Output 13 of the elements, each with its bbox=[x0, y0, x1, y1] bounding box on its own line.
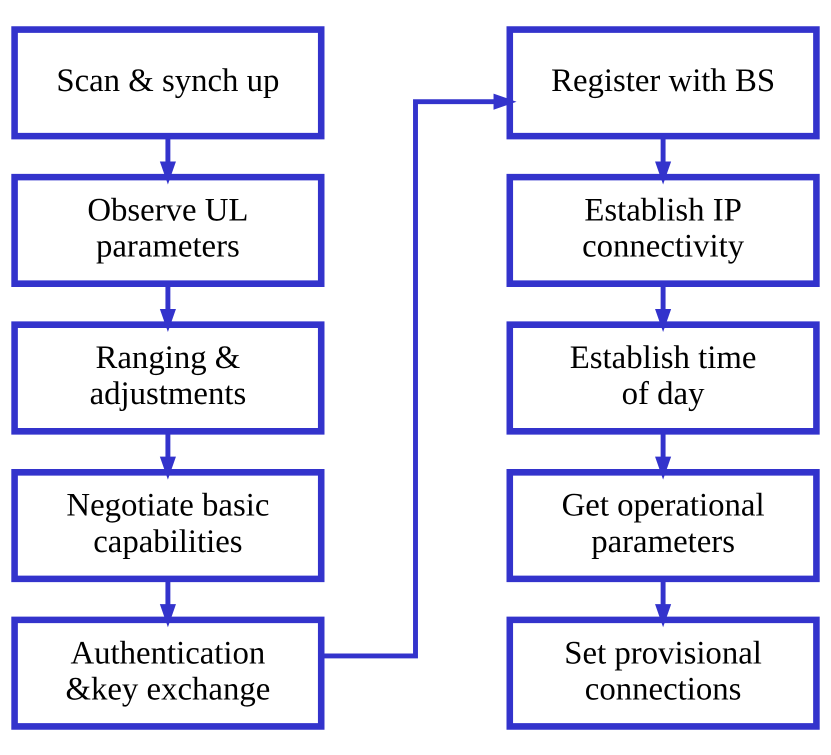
node-box: Establish IP connectivity bbox=[506, 173, 820, 286]
node-box: Establish time of day bbox=[506, 320, 820, 434]
node-box: Register with BS bbox=[506, 26, 820, 139]
node-box: Set provisional connections bbox=[506, 616, 820, 730]
node-box: Authentication &key exchange bbox=[11, 616, 324, 730]
arrow bbox=[160, 136, 176, 184]
arrow bbox=[655, 136, 672, 184]
arrow bbox=[322, 93, 517, 658]
node-box: Scan & synch up bbox=[11, 26, 324, 139]
node-box: Get operational parameters bbox=[506, 468, 820, 582]
node-box: Ranging & adjustments bbox=[11, 320, 324, 434]
node-box: Negotiate basic capabilities bbox=[11, 468, 324, 582]
node-box: Observe UL parameters bbox=[11, 173, 324, 286]
